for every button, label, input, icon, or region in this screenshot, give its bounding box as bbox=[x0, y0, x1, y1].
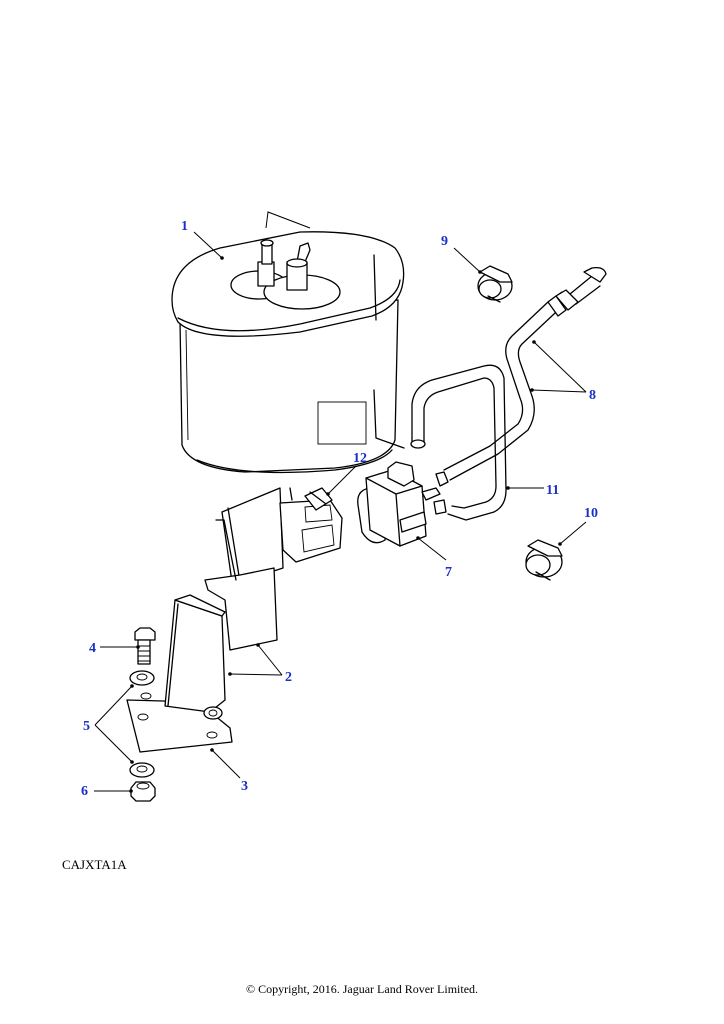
bracket-part-2 bbox=[204, 487, 343, 651]
purge-pipe-part-11 bbox=[410, 364, 507, 521]
callout-labels: 1 2 3 4 5 6 7 8 9 10 11 12 bbox=[81, 219, 598, 799]
leader-lines bbox=[94, 231, 587, 793]
callout-11: 11 bbox=[546, 483, 559, 498]
nut-part-6 bbox=[130, 781, 156, 802]
diagram-reference-code: CAJXTA1A bbox=[62, 857, 127, 872]
callout-5: 5 bbox=[83, 719, 90, 734]
bolt-part-4 bbox=[134, 627, 156, 665]
callout-3: 3 bbox=[241, 779, 248, 794]
callout-1: 1 bbox=[181, 219, 188, 234]
callout-12: 12 bbox=[353, 451, 367, 466]
hose-clip-part-10 bbox=[525, 539, 563, 581]
callout-9: 9 bbox=[441, 234, 448, 249]
mount-bracket-part-3 bbox=[126, 594, 233, 753]
callout-6: 6 bbox=[81, 784, 88, 799]
connector-part-12 bbox=[304, 487, 333, 511]
callout-4: 4 bbox=[89, 641, 96, 656]
callout-10: 10 bbox=[584, 506, 598, 521]
hose-clip-part-9 bbox=[477, 265, 513, 303]
copyright-notice: © Copyright, 2016. Jaguar Land Rover Lim… bbox=[245, 982, 479, 996]
vapour-hose-part-8 bbox=[443, 266, 607, 481]
callout-7: 7 bbox=[445, 565, 452, 580]
canister-part-1 bbox=[171, 231, 405, 474]
washers-part-5 bbox=[129, 670, 155, 778]
purge-valve-part-7 bbox=[357, 461, 449, 547]
callout-2: 2 bbox=[285, 670, 292, 685]
callout-8: 8 bbox=[589, 388, 596, 403]
